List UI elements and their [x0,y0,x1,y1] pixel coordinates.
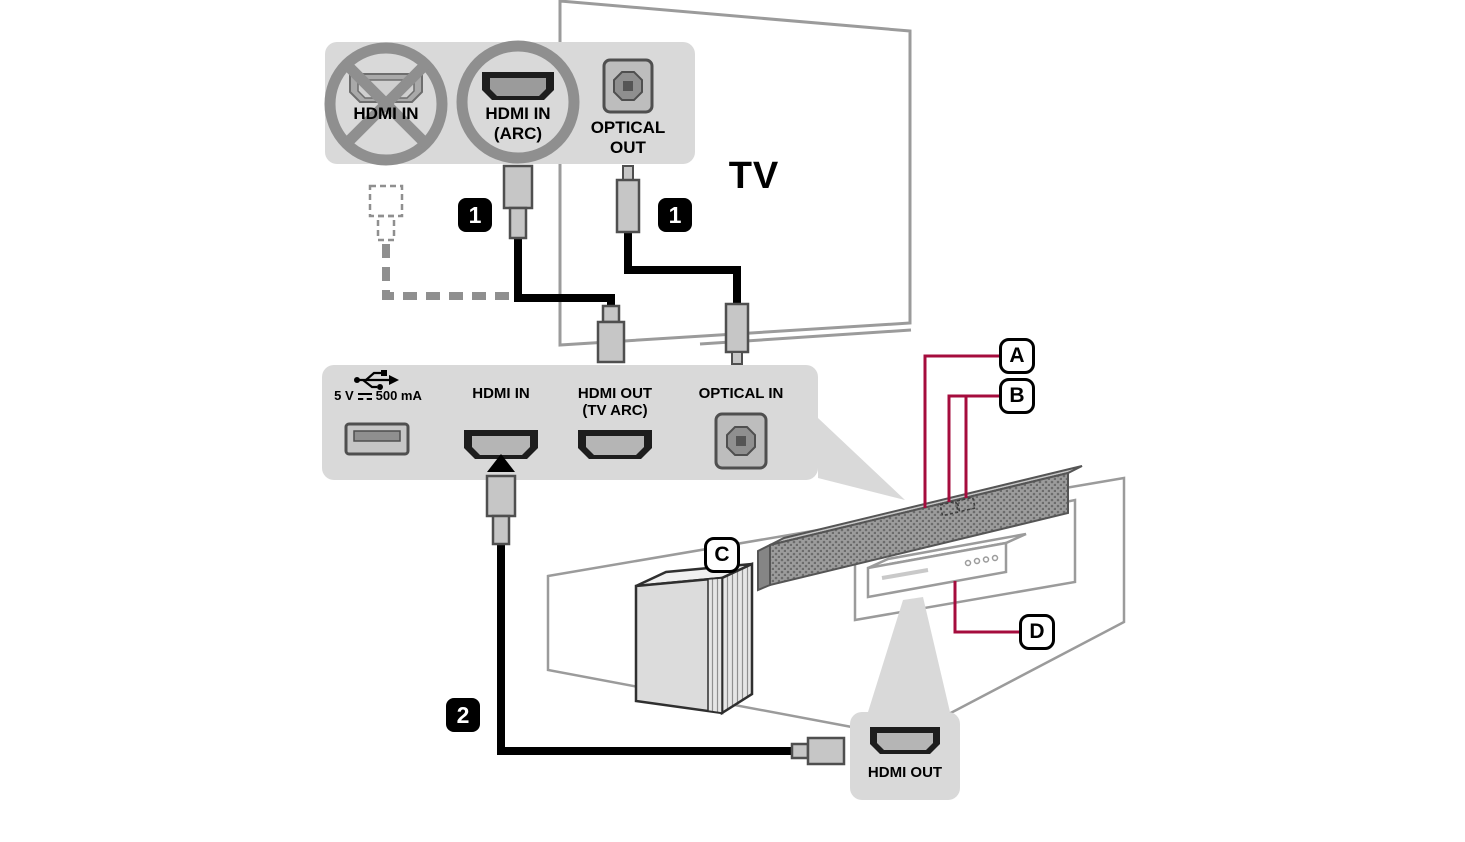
soundbar-ports-panel [322,365,905,500]
tv-hdmi-arc-line1: HDMI IN [485,104,551,123]
step-1-badge-arc: 1 [458,198,492,232]
callout-line-d [953,581,1019,634]
tv-hdmi-arc-label: HDMI IN (ARC) [463,104,573,143]
callout-line-b1 [947,394,999,502]
bar-hdmi-out-line1: HDMI OUT [577,385,653,402]
subwoofer [634,562,754,716]
step-1-badge-optical: 1 [658,198,692,232]
soundbar-touch-buttons [939,496,977,517]
step-2-badge: 2 [446,698,480,732]
usb-power-suffix: 500 mA [375,388,422,403]
callout-a: A [999,338,1035,374]
hdmi-out-arc-port [578,430,652,459]
tv-hdmi-arc-line2: (ARC) [493,123,543,143]
tv-ports-panel [324,40,695,166]
tv-optical-out-line1: OPTICAL [590,118,666,137]
out-hdmi-out-label: HDMI OUT [867,764,943,781]
arc-emphasis-circle [456,40,580,164]
callout-c: C [704,537,740,573]
tv-label: TV [728,155,780,197]
bar-hdmi-out-label: HDMI OUT (TV ARC) [560,385,670,420]
tv-optical-out-label: OPTICAL OUT [573,118,683,157]
callout-lines [923,354,1019,634]
tv-hdmi-in-label: HDMI IN [353,104,419,123]
panel-pointer [818,418,905,500]
dc-symbol-icon [357,392,372,401]
optical-out-port [602,58,654,114]
prohibition-icon [324,42,448,166]
hdmi-in-cable [485,454,846,766]
hdmi-in-arc-port [482,72,554,100]
player-device [866,532,1027,599]
optical-in-port [714,412,768,470]
usb-icon [354,370,399,390]
panel-pointer [868,597,950,712]
bar-hdmi-out-line2: (TV ARC) [582,402,648,420]
tv-optical-out-line2: OUT [610,137,646,157]
callout-line-a [923,354,999,508]
usb-power-label: 5 V 500 mA [322,388,434,404]
up-arrow-icon [487,454,515,472]
callout-b: B [999,378,1035,414]
bar-optical-in-label: OPTICAL IN [698,385,784,402]
hdmi-in-port [464,430,538,459]
usb-power-prefix: 5 V [334,388,354,403]
usb-port [344,422,410,456]
hdmi-out-panel [850,597,960,800]
hdmi-out-port [870,727,940,754]
callout-d: D [1019,614,1055,650]
alt-hdmi-cable-dashed [368,184,514,300]
bar-hdmi-in-label: HDMI IN [472,385,530,402]
